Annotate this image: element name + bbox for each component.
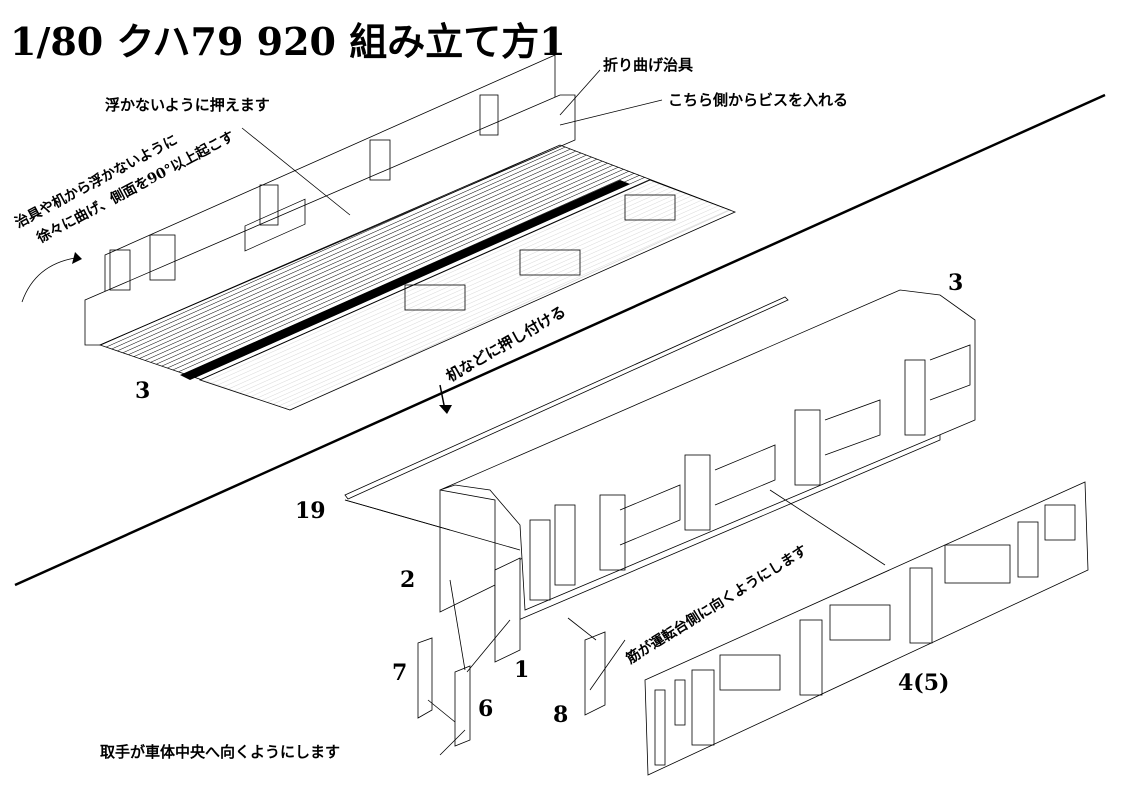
part-19-strip (344, 296, 789, 500)
part-6-label: 6 (478, 696, 493, 722)
leader-jig (559, 69, 601, 116)
car-body (439, 289, 976, 663)
part-19-label: 19 (295, 498, 326, 524)
leader-press (241, 127, 351, 216)
press-label: 浮かないように押えます (105, 96, 270, 114)
bend-arrow-icon (21, 257, 76, 303)
arrowhead-icon (72, 252, 82, 264)
leader-lines (344, 489, 886, 756)
part-3-label-step1: 3 (135, 378, 150, 404)
jig-label: 折り曲げ治具 (603, 56, 693, 74)
leader-screw (559, 99, 663, 126)
handle-note: 取手が車体中央へ向くようにします (100, 743, 340, 761)
part-8 (584, 631, 606, 716)
screw-label: こちら側からビスを入れる (668, 91, 848, 109)
part-7-label: 7 (392, 660, 407, 686)
part-4-5-label: 4(5) (898, 670, 949, 696)
part-7 (417, 637, 433, 719)
part-1-label: 1 (514, 657, 529, 683)
part-3-label: 3 (948, 270, 963, 296)
part-6 (454, 665, 471, 747)
part-2-label: 2 (400, 567, 415, 593)
part-8-label: 8 (553, 702, 568, 728)
part-4-side-panel (644, 481, 1089, 776)
page-title: 1/80 クハ79 920 組み立て方1 (10, 19, 566, 64)
bending-jig (84, 54, 737, 411)
section-divider (14, 93, 1106, 587)
arrowhead-icon (439, 405, 452, 414)
